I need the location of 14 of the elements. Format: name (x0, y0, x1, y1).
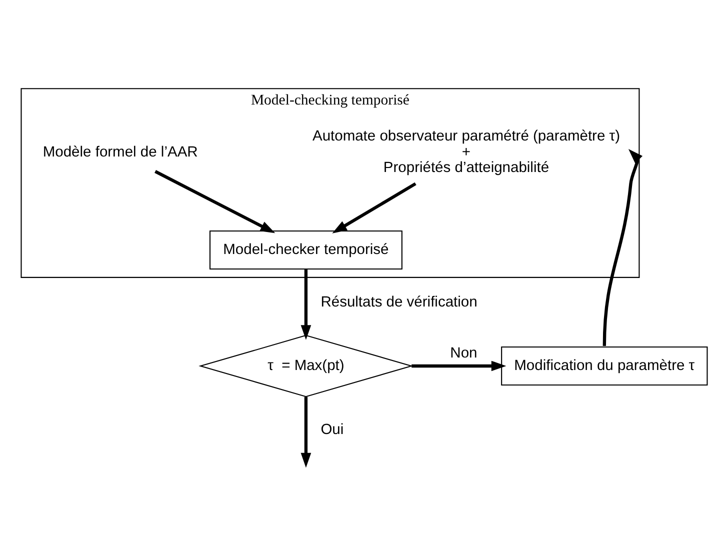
arrow (300, 396, 312, 468)
node-text: Modèle formel de l’AAR (42, 144, 198, 160)
arrow (412, 360, 506, 372)
edge-label: Non (450, 345, 478, 362)
arrow (332, 182, 416, 234)
node-box: Modification du paramètre τ (501, 346, 708, 386)
node-box: Model-checker temporisé (209, 230, 402, 270)
arrow (602, 149, 643, 346)
node-diamond: τ = Max(pt) (198, 334, 414, 398)
arrow (300, 269, 312, 340)
edge-label: Oui (320, 422, 344, 438)
node-text: Automate observateur paramétré (paramètre τ) + Propriétés d’atteignabilité (312, 128, 620, 176)
edge-label: Résultats de vérification (320, 294, 478, 311)
arrow (154, 170, 276, 234)
